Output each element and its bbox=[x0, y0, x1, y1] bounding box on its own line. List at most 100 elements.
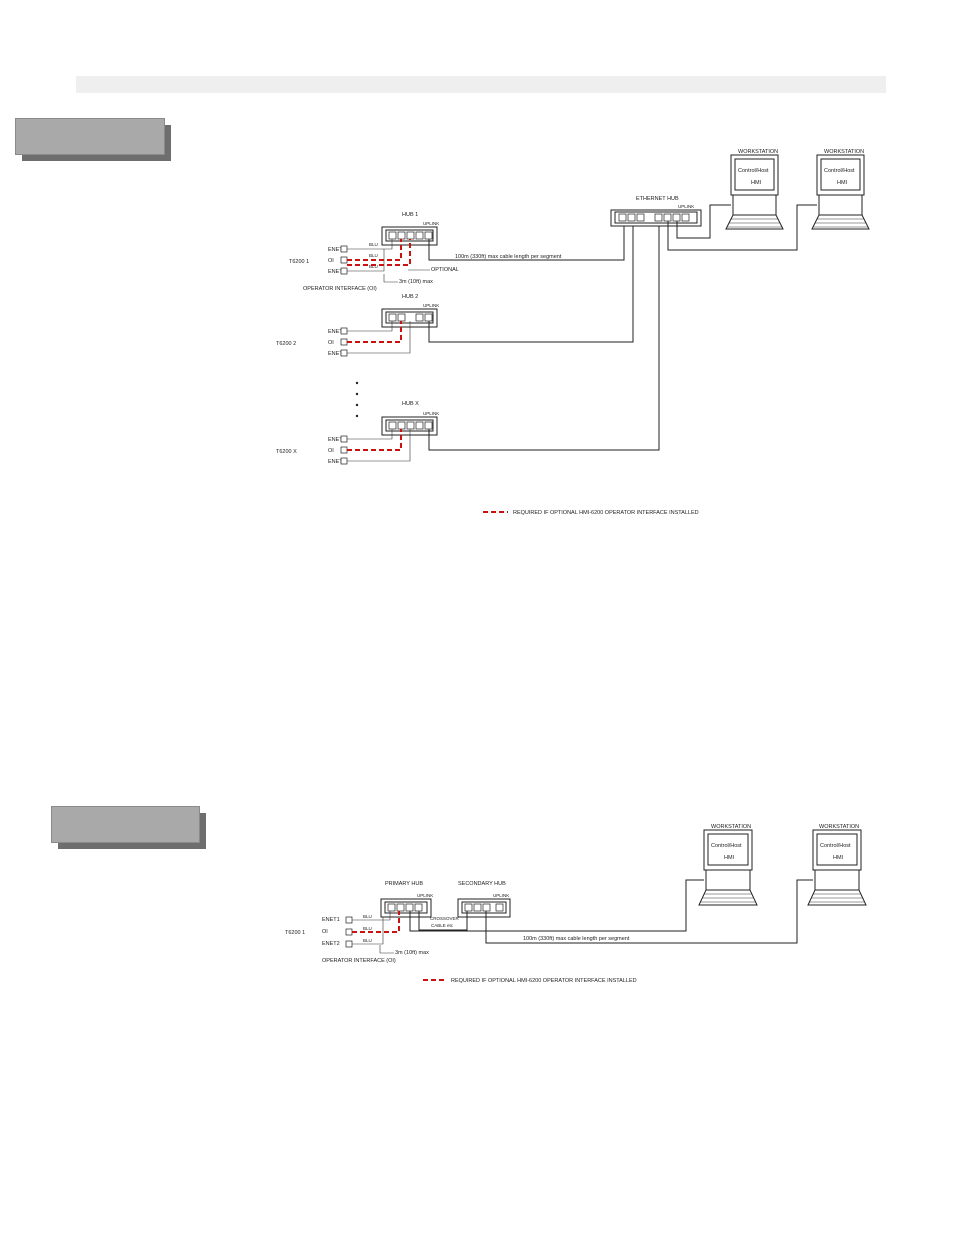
cable-label-1: 100m (330ft) max cable length per segmen… bbox=[455, 254, 562, 260]
workstation-cable-1 bbox=[676, 204, 731, 239]
uplink-cable-1 bbox=[428, 224, 625, 261]
hub-x: HUB X UPLINK bbox=[381, 401, 439, 436]
enet1-connector-1 bbox=[340, 245, 348, 253]
enet1-wire-x bbox=[347, 429, 393, 440]
enet2-label-x: ENET2 bbox=[328, 459, 346, 465]
oi-label-1: OI bbox=[328, 258, 334, 264]
hub-1-uplink: UPLINK bbox=[423, 221, 439, 226]
workstation-1-line1: Control/Host bbox=[738, 168, 769, 174]
header-bar bbox=[76, 76, 886, 93]
enet2-label-1: ENET2 bbox=[328, 269, 346, 275]
workstation-1-keys bbox=[727, 218, 782, 228]
enet2-wire-1 bbox=[347, 249, 385, 272]
ethernet-hub-label: ETHERNET HUB bbox=[636, 196, 679, 202]
enet2-connector-1 bbox=[340, 267, 348, 275]
enet2-connector-d2 bbox=[345, 940, 353, 948]
section-tab-1 bbox=[15, 118, 165, 155]
workstation-1-line2: HMI bbox=[751, 180, 762, 186]
primary-hub: PRIMARY HUB UPLINK bbox=[380, 881, 433, 918]
hub-2-port bbox=[397, 313, 406, 322]
crossover-cable bbox=[418, 911, 468, 931]
oi-wire-1 bbox=[347, 239, 402, 261]
enet2-wire-x bbox=[347, 429, 411, 462]
workstation-1-keyboard bbox=[725, 214, 784, 230]
primary-hub-port bbox=[396, 903, 405, 912]
workstation-2-line1: Control/Host bbox=[824, 168, 855, 174]
workstation-d2-1-line2: HMI bbox=[724, 855, 735, 861]
hub-1-port bbox=[424, 231, 433, 240]
short-cable-label-1: 3m (10ft) max bbox=[399, 279, 433, 285]
primary-hub-port bbox=[387, 903, 396, 912]
workstation-2-line2: HMI bbox=[837, 180, 848, 186]
secondary-hub-port bbox=[482, 903, 491, 912]
oi-connector-x bbox=[340, 446, 348, 454]
primary-hub-port bbox=[405, 903, 414, 912]
oi-wire-2 bbox=[347, 321, 402, 343]
blu-label-1b: BLU bbox=[369, 253, 378, 258]
workstation-1: WORKSTATION Control/Host HMI bbox=[725, 149, 784, 230]
hub-x-port bbox=[406, 421, 415, 430]
hub-x-port bbox=[424, 421, 433, 430]
workstation-d2-1-keyboard bbox=[698, 889, 758, 906]
primary-hub-uplink: UPLINK bbox=[417, 893, 433, 898]
diagram-redundant-topology: PRIMARY HUB UPLINK SECONDARY HUB UPLINK … bbox=[285, 824, 867, 984]
workstation-d2-2-line2: HMI bbox=[833, 855, 844, 861]
ethernet-hub-port bbox=[663, 213, 672, 222]
hub-x-uplink: UPLINK bbox=[423, 411, 439, 416]
hub-2-uplink: UPLINK bbox=[423, 303, 439, 308]
workstation-d2-1-title: WORKSTATION bbox=[711, 824, 751, 830]
hub-1-port bbox=[415, 231, 424, 240]
enet1-wire-2 bbox=[347, 321, 393, 332]
ellipsis-dot bbox=[355, 392, 359, 396]
enet2-connector-2 bbox=[340, 349, 348, 357]
hub-x-port bbox=[397, 421, 406, 430]
enet2-label-2: ENET2 bbox=[328, 351, 346, 357]
workstation-d2-1-line1: Control/Host bbox=[711, 843, 742, 849]
operator-interface-label-1: OPERATOR INTERFACE (OI) bbox=[303, 286, 377, 292]
primary-hub-label: PRIMARY HUB bbox=[385, 881, 423, 887]
hub-2-port bbox=[415, 313, 424, 322]
ethernet-hub-uplink: UPLINK bbox=[678, 204, 694, 209]
hub-x-port bbox=[388, 421, 397, 430]
unit-label-1: T6200 1 bbox=[289, 259, 309, 265]
workstation-d2-2-keyboard bbox=[807, 889, 867, 906]
ethernet-hub-port bbox=[672, 213, 681, 222]
unit-label-d2: T6200 1 bbox=[285, 930, 305, 936]
ellipsis-dot bbox=[355, 381, 359, 385]
optional-label: OPTIONAL bbox=[431, 267, 459, 273]
blu-label-d2a: BLU bbox=[363, 914, 372, 919]
enet2-label-d2: ENET2 bbox=[322, 941, 340, 947]
workstation-d2-2-title: WORKSTATION bbox=[819, 824, 859, 830]
ethernet-hub-port bbox=[636, 213, 645, 222]
workstation-1-title: WORKSTATION bbox=[738, 149, 778, 155]
oi-wire-d2 bbox=[352, 911, 400, 933]
short-cable-label-d2: 3m (10ft) max bbox=[395, 950, 429, 956]
hub-1-label: HUB 1 bbox=[402, 212, 418, 218]
blu-label-d2b: BLU bbox=[363, 926, 372, 931]
oi-label-d2: OI bbox=[322, 929, 328, 935]
oi-label-2: OI bbox=[328, 340, 334, 346]
uplink-cable-2 bbox=[428, 224, 634, 343]
workstation-1-base bbox=[732, 195, 777, 216]
enet1-wire-d2 bbox=[352, 911, 391, 921]
cable-label-d2: 100m (330ft) max cable length per segmen… bbox=[523, 936, 630, 942]
workstation-d2-2-keys bbox=[809, 893, 865, 903]
cable-etc-label: CABLE etc bbox=[431, 923, 454, 928]
secondary-workstation-cable bbox=[485, 879, 813, 944]
workstation-d2-2: WORKSTATION Control/Host HMI bbox=[807, 824, 867, 906]
secondary-hub-port bbox=[495, 903, 504, 912]
unit-label-2: T6200 2 bbox=[276, 341, 296, 347]
workstation-d2-1: WORKSTATION Control/Host HMI bbox=[698, 824, 758, 906]
workstation-d2-2-base bbox=[814, 870, 860, 891]
enet2-wire-2 bbox=[347, 321, 411, 354]
oi-connector-1 bbox=[340, 256, 348, 264]
legend-text-2: REQUIRED IF OPTIONAL HMI-6200 OPERATOR I… bbox=[451, 978, 637, 984]
enet2-wire-d2 bbox=[352, 917, 384, 945]
enet1-connector-d2 bbox=[345, 916, 353, 924]
short-cable-lead-d2 bbox=[379, 945, 394, 954]
hub-1: HUB 1 UPLINK bbox=[381, 212, 439, 246]
ellipsis-dot bbox=[355, 403, 359, 407]
workstation-2-keys bbox=[813, 218, 868, 228]
unit-label-x: T6200 X bbox=[276, 449, 297, 455]
